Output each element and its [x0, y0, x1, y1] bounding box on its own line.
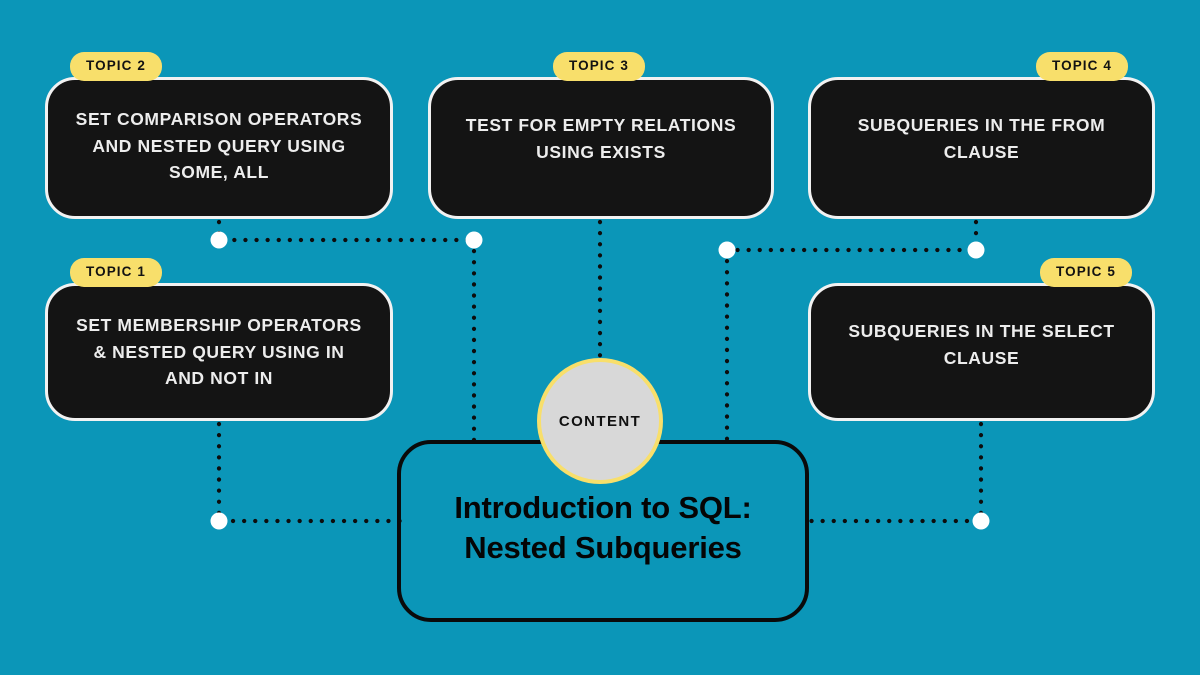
topic-badge-1: TOPIC 1 — [70, 258, 162, 287]
topic-card-2[interactable]: SET COMPARISON OPERATORS AND NESTED QUER… — [45, 77, 393, 219]
page-title-line-2: Nested Subqueries — [464, 529, 742, 565]
topic-badge-3: TOPIC 3 — [553, 52, 645, 81]
page-title: Introduction to SQL: Nested Subqueries — [454, 444, 752, 567]
topic-card-4-title: SUBQUERIES IN THE FROM CLAUSE — [857, 115, 1106, 162]
topic-badge-4: TOPIC 4 — [1036, 52, 1128, 81]
topic-card-5-title: SUBQUERIES IN THE SELECT CLAUSE — [848, 321, 1115, 368]
topic-badge-2: TOPIC 2 — [70, 52, 162, 81]
topic-card-1-title: SET MEMBERSHIP OPERATORS & NESTED QUERY … — [76, 315, 362, 389]
junction-node-rail-right — [718, 241, 736, 259]
topic-badge-5: TOPIC 5 — [1040, 258, 1132, 287]
topic-card-3[interactable]: TEST FOR EMPTY RELATIONS USING EXISTS — [428, 77, 774, 219]
junction-node-rail-left — [465, 231, 483, 249]
content-circle: CONTENT — [537, 358, 663, 484]
connector-nodes — [210, 231, 990, 530]
page-title-line-1: Introduction to SQL: — [454, 490, 752, 525]
topic-card-5[interactable]: SUBQUERIES IN THE SELECT CLAUSE — [808, 283, 1155, 421]
junction-node-topic-4 — [967, 241, 985, 259]
junction-node-topic-5 — [972, 512, 990, 530]
topic-card-4[interactable]: SUBQUERIES IN THE FROM CLAUSE — [808, 77, 1155, 219]
junction-node-topic-1 — [210, 512, 228, 530]
junction-node-topic-2 — [210, 231, 228, 249]
connector-topic-5 — [802, 421, 984, 524]
content-circle-label: CONTENT — [558, 412, 642, 430]
topic-card-2-title: SET COMPARISON OPERATORS AND NESTED QUER… — [75, 109, 363, 183]
connector-topic-1 — [216, 421, 404, 524]
topic-card-3-title: TEST FOR EMPTY RELATIONS USING EXISTS — [465, 115, 737, 162]
connector-topic-4 — [724, 219, 979, 253]
topic-card-1[interactable]: SET MEMBERSHIP OPERATORS & NESTED QUERY … — [45, 283, 393, 421]
connector-topic-2 — [216, 219, 477, 243]
